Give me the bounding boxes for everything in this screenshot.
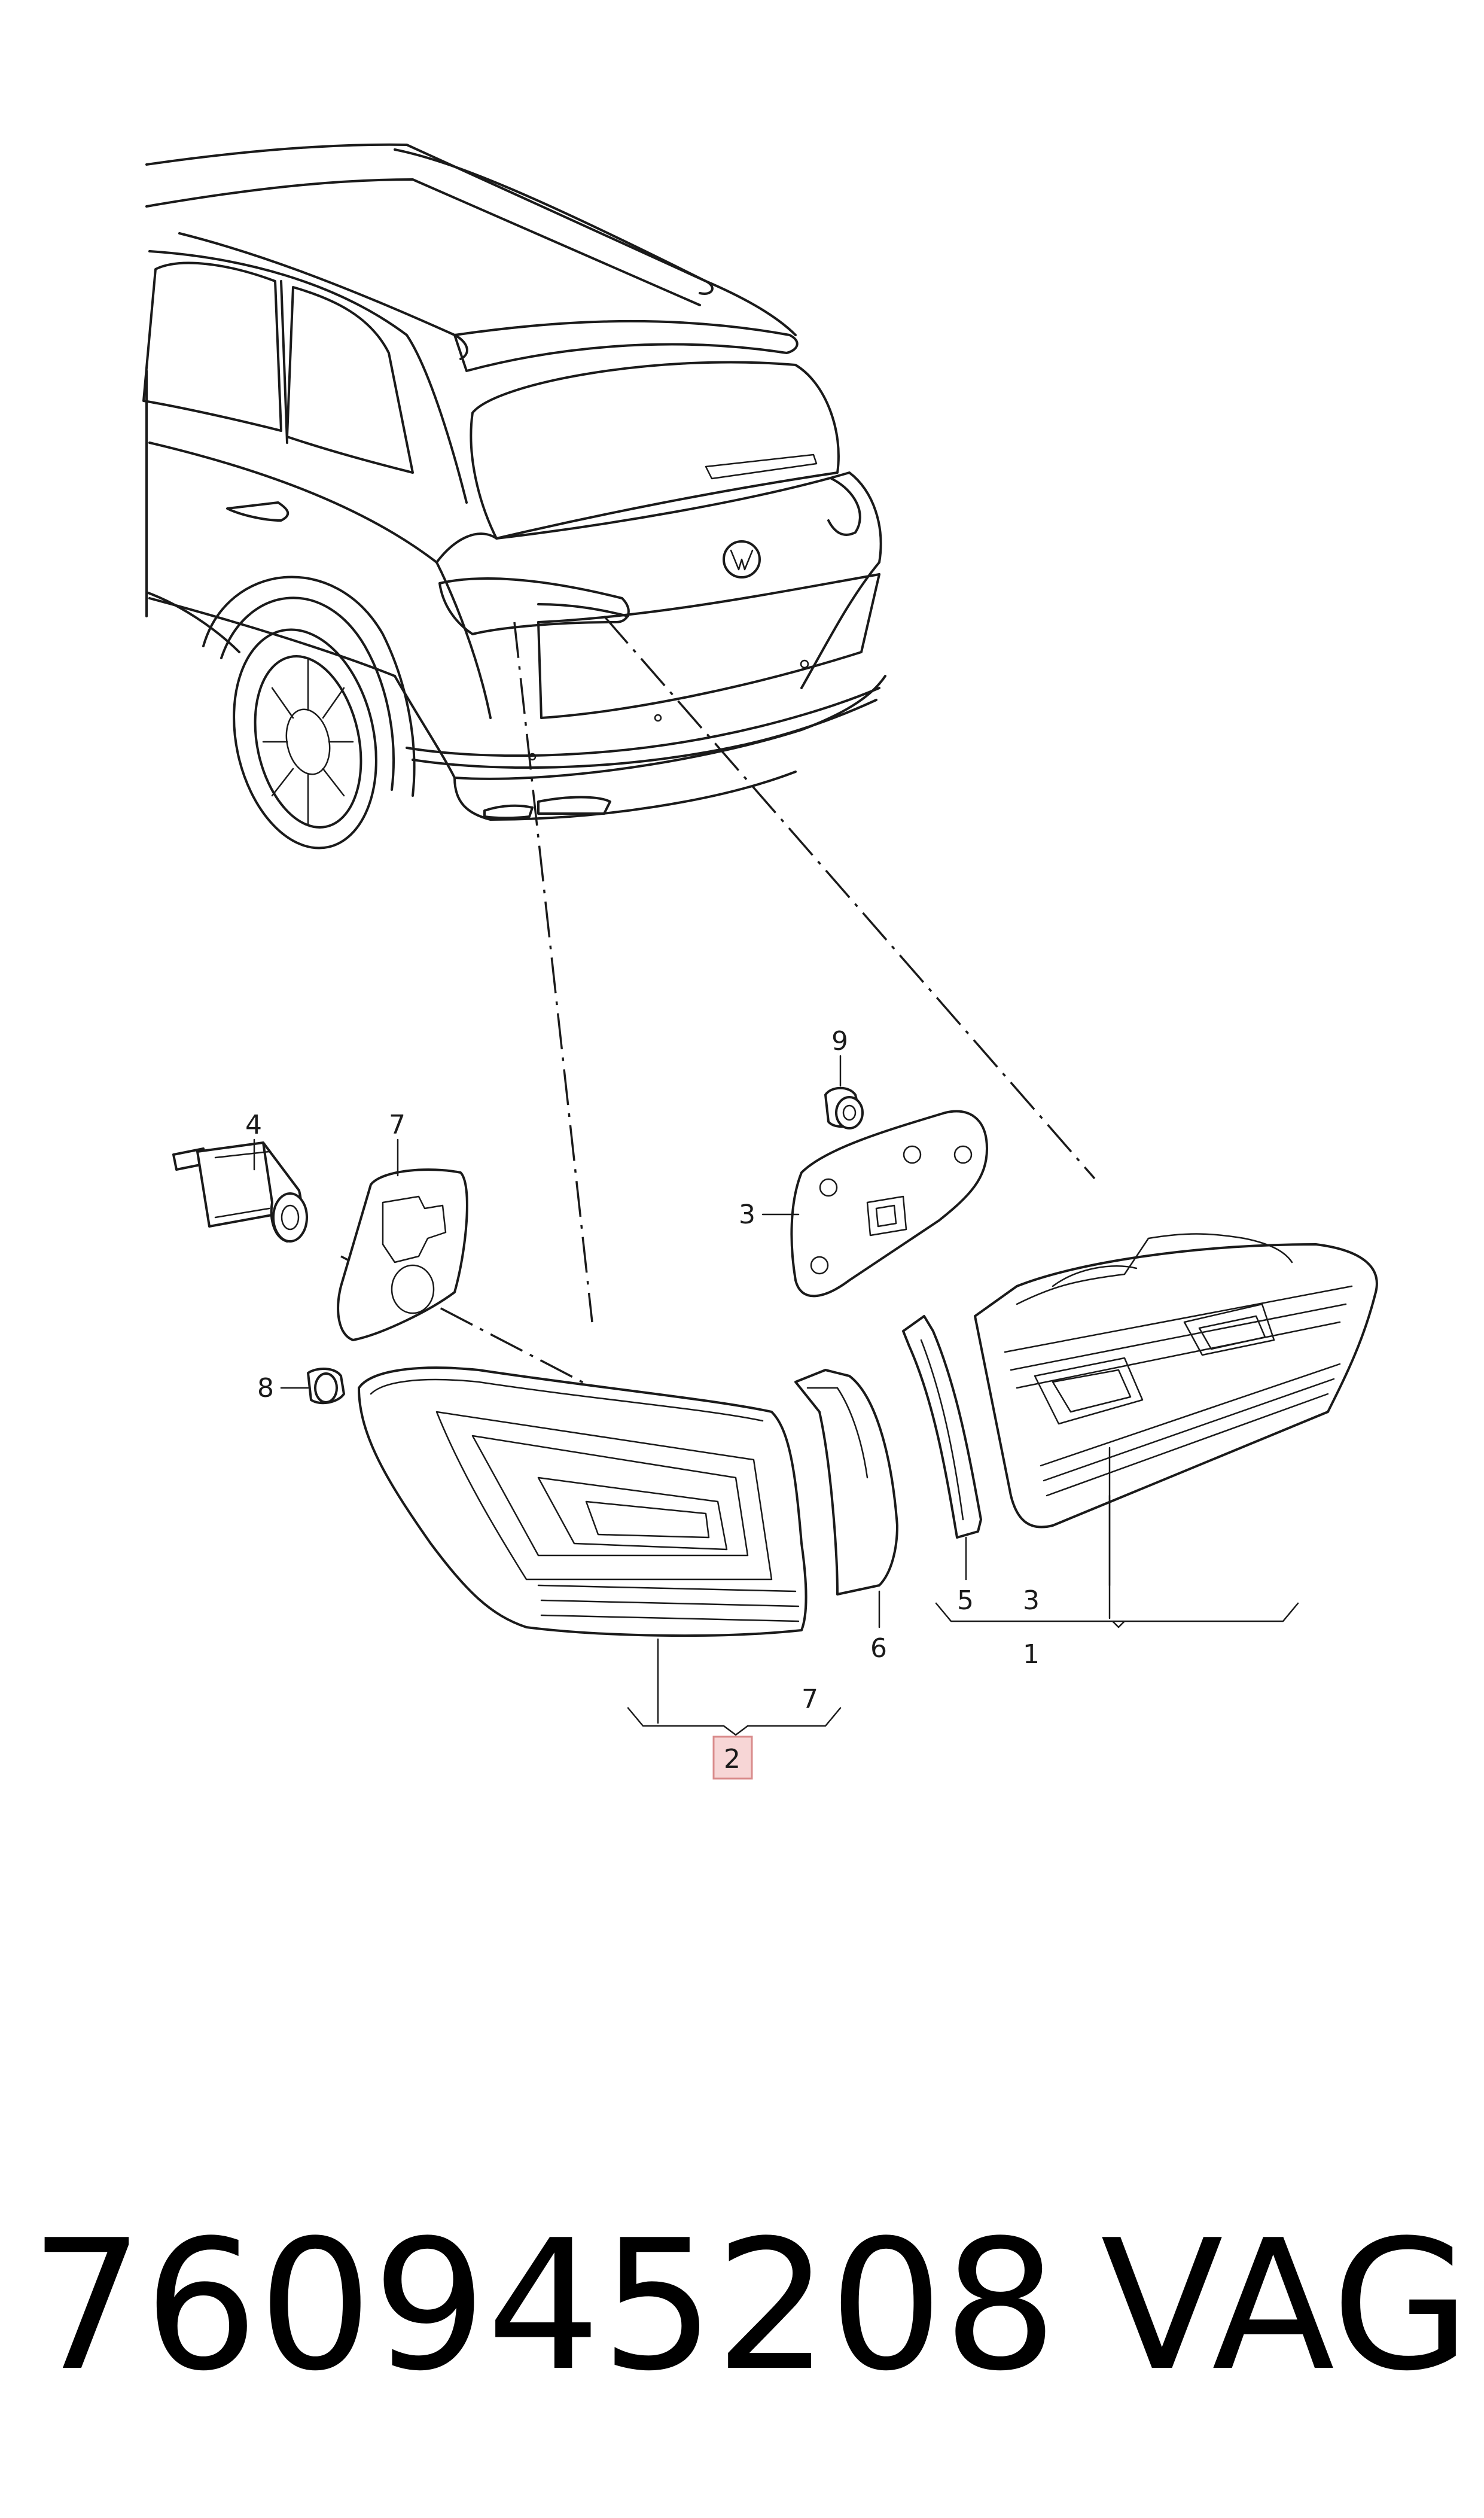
fastener-left <box>307 1368 345 1405</box>
leader-lines <box>340 615 1096 1407</box>
brand-label: VAG <box>1101 2202 1471 2410</box>
part-number: 760945208 <box>30 2202 1058 2410</box>
callout-2: 2 <box>724 1744 741 1774</box>
mounting-plate <box>790 1110 988 1298</box>
inner-tail-light <box>974 1233 1378 1529</box>
outer-tail-light <box>358 1366 807 1637</box>
inner-strip <box>902 1315 982 1539</box>
callout-7-gasket: 7 <box>389 1110 406 1140</box>
callout-4: 4 <box>245 1110 262 1140</box>
callout-7-bracket: 7 <box>802 1684 818 1715</box>
callout-6: 6 <box>870 1633 887 1664</box>
callout-5: 5 <box>957 1585 974 1616</box>
callout-8: 8 <box>257 1373 274 1403</box>
callout-9: 9 <box>831 1026 848 1056</box>
bulb-holder <box>172 1141 308 1243</box>
vehicle-rear-view <box>142 143 886 850</box>
trim-strip <box>794 1369 898 1596</box>
callout-leaders <box>253 1055 1299 1736</box>
gasket <box>337 1168 468 1341</box>
callout-2-highlight <box>712 1735 753 1780</box>
fastener-top <box>824 1086 864 1129</box>
callout-3-bracket: 3 <box>1023 1585 1040 1616</box>
callout-3-plate: 3 <box>739 1199 755 1230</box>
callout-1: 1 <box>1023 1639 1040 1670</box>
callout-labels: 9 3 4 7 8 6 5 3 1 7 2 <box>245 1026 1040 1780</box>
